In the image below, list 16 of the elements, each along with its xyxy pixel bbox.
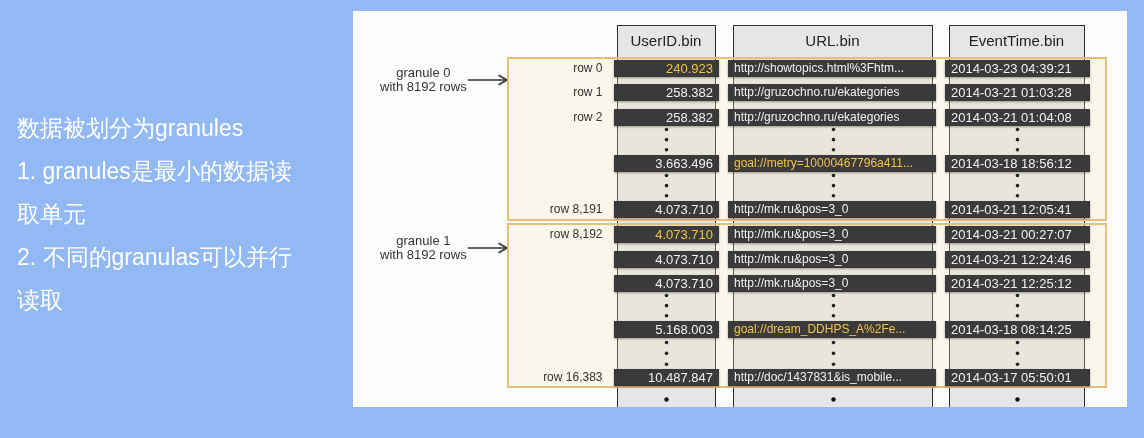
arrow [466, 242, 508, 254]
point-text: 1. granules是最小的数据读取单元 [17, 157, 293, 229]
row-label: row 2 [573, 109, 603, 124]
row-label: row 8,192 [549, 226, 603, 241]
granule-label: granule 0 with 8192 rows [380, 66, 467, 94]
granule-label: granule 1 with 8192 rows [380, 234, 467, 262]
column-header: UserID.bin [630, 32, 702, 50]
row-label: row 0 [573, 60, 603, 75]
point-text: 数据被划分为granules [17, 114, 245, 143]
point-text: 2. 不同的granulas可以并行读取 [17, 243, 293, 315]
column-header: URL.bin [805, 32, 860, 50]
arrow [466, 74, 508, 86]
row-label: row 8,191 [549, 201, 603, 216]
row-label: row 1 [573, 84, 603, 99]
column-header: EventTime.bin [968, 32, 1065, 50]
row-label: row 16,383 [543, 369, 603, 384]
